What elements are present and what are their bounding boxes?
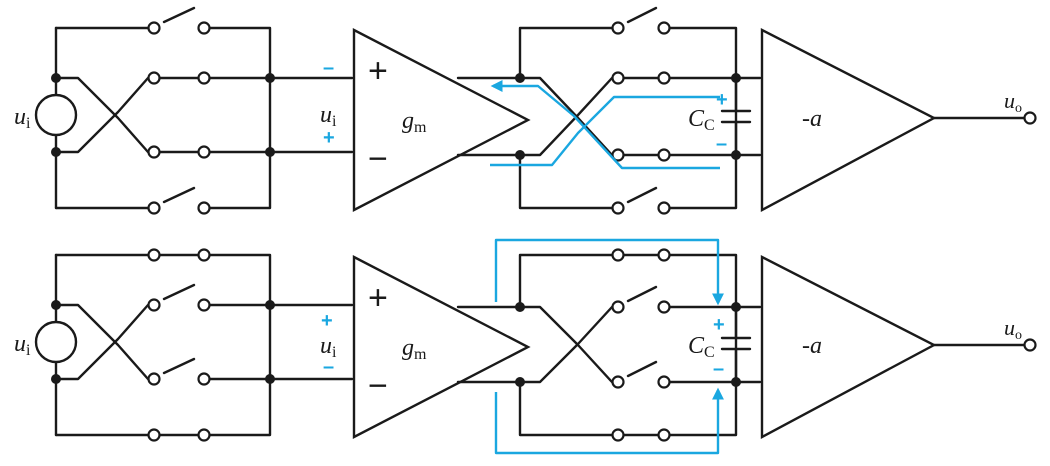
inverting-amplifier xyxy=(760,255,1037,440)
switch-terminal xyxy=(147,21,161,35)
switch-terminal xyxy=(197,21,211,35)
switch-terminal xyxy=(197,145,211,159)
cap-polarity-plus: + xyxy=(716,89,728,111)
panel-phase-1: ui – ui xyxy=(14,6,1037,215)
amp-plus-input: + xyxy=(368,52,388,90)
input-voltage-source xyxy=(34,26,78,210)
input-voltage-source xyxy=(34,253,78,437)
capacitor xyxy=(720,305,752,384)
switch-terminal xyxy=(197,71,211,85)
amp-minus-input: − xyxy=(368,367,388,405)
transconductance-amplifier xyxy=(352,255,531,439)
gm-label: gm xyxy=(402,108,427,136)
input-chopper xyxy=(51,6,354,215)
switch-terminal xyxy=(147,201,161,215)
cap-polarity-minus: – xyxy=(716,133,727,155)
capacitor-label: CC xyxy=(688,333,715,361)
panel-phase-2: ui + ui – xyxy=(14,238,1037,455)
input-polarity-bottom: + xyxy=(323,127,335,149)
output-chopper xyxy=(456,6,762,215)
source-label: ui xyxy=(14,104,31,132)
gain-label: -a xyxy=(802,106,822,132)
amp-plus-input: + xyxy=(368,279,388,317)
signal-flow-path xyxy=(494,238,724,455)
input-voltage-label: ui xyxy=(320,333,337,361)
switch-terminal xyxy=(147,71,161,85)
gain-label: -a xyxy=(802,333,822,359)
output-label: uo xyxy=(1004,88,1022,116)
amp-minus-input: − xyxy=(368,140,388,178)
input-chopper xyxy=(51,248,354,442)
switch-terminal xyxy=(197,201,211,215)
output-label: uo xyxy=(1004,315,1022,343)
input-polarity-top: – xyxy=(323,57,334,79)
input-voltage-label: ui xyxy=(320,102,337,130)
inverting-amplifier xyxy=(760,28,1037,213)
cap-polarity-minus: – xyxy=(713,358,724,380)
signal-flow-path xyxy=(490,80,720,170)
transconductance-amplifier xyxy=(352,28,531,212)
source-label: ui xyxy=(14,331,31,359)
cap-polarity-plus: + xyxy=(713,314,725,336)
input-polarity-top: + xyxy=(321,310,333,332)
switch-terminal xyxy=(147,145,161,159)
input-polarity-bottom: – xyxy=(323,356,334,378)
capacitor xyxy=(720,76,752,157)
output-chopper xyxy=(456,248,762,442)
gm-label: gm xyxy=(402,335,427,363)
capacitor-label: CC xyxy=(688,106,715,134)
